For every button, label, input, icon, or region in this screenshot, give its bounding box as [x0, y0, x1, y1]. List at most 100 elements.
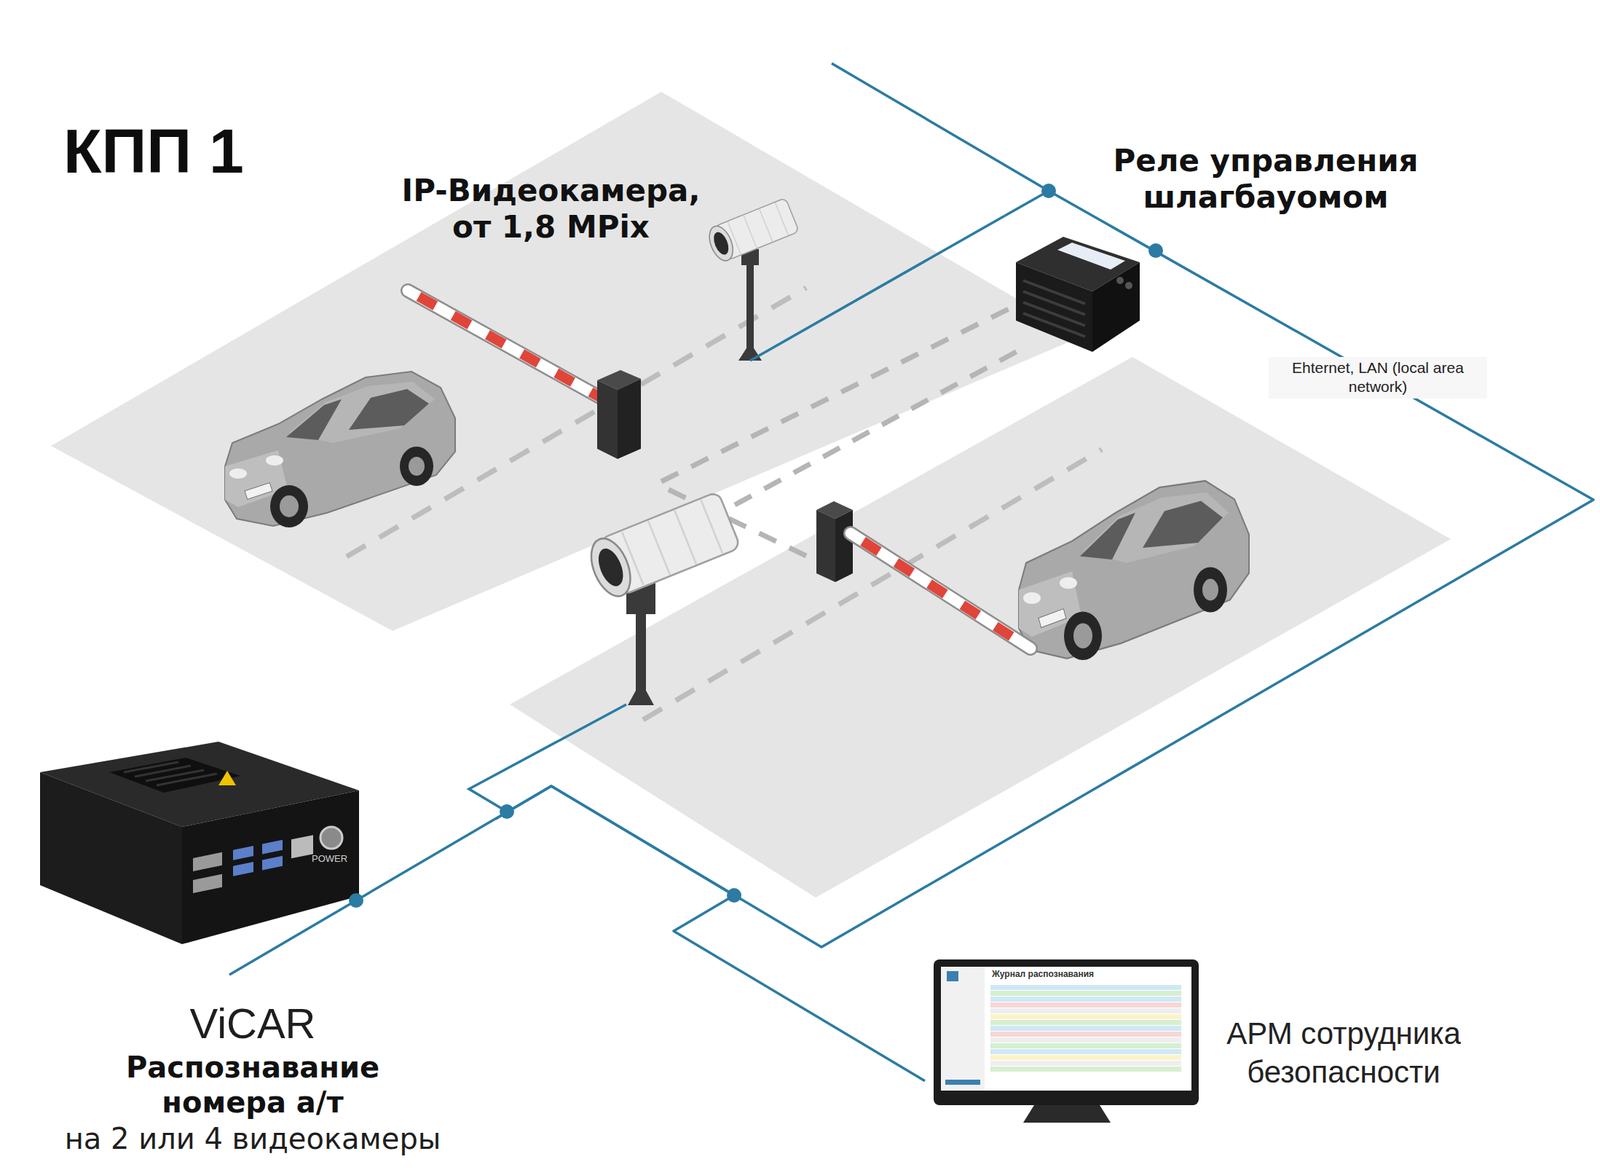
vicar-device — [320, 826, 343, 849]
workstation-monitor — [990, 1019, 1182, 1025]
workstation-monitor — [990, 1048, 1182, 1054]
vicar-device — [262, 839, 283, 855]
vicar-device — [192, 852, 223, 872]
barrier-gate — [862, 541, 1024, 644]
workstation-monitor — [990, 990, 1182, 996]
ip-camera — [635, 611, 646, 692]
camera-view-line — [734, 346, 1026, 505]
relay-device — [1023, 302, 1086, 326]
vicar-device — [262, 855, 283, 871]
vicar-device — [109, 757, 241, 793]
vicar-device — [123, 761, 218, 786]
camera-node: IP-Видеокамера, от 1,8 MPix — [378, 163, 787, 361]
edge-label: Ehternet, LAN (local area network) — [1268, 356, 1488, 399]
workstation-monitor — [940, 966, 1192, 1091]
junction-dot — [499, 804, 515, 819]
barrier-gate — [850, 533, 1031, 649]
vicar-device — [40, 741, 360, 944]
workstation-monitor — [933, 959, 1199, 1105]
vicar-device — [233, 845, 254, 861]
vicar-device — [145, 769, 204, 781]
vicar-device — [40, 771, 183, 944]
barrier-gate — [418, 296, 601, 398]
network-wire — [229, 818, 496, 975]
workstation-monitor — [990, 1037, 1182, 1043]
barrier-gate — [407, 290, 601, 398]
workstation-monitor — [990, 1007, 1182, 1014]
power-label: POWER — [311, 853, 348, 864]
ip-camera — [738, 342, 762, 361]
network-connector — [495, 785, 925, 1081]
relay-device — [1057, 242, 1126, 270]
car-figure — [225, 371, 456, 528]
car-figure — [1018, 480, 1249, 660]
workstation-monitor — [990, 996, 1182, 1002]
relay-device — [1023, 291, 1086, 315]
workstation-monitor — [1023, 1104, 1111, 1123]
node-title: АРМ сотрудника безопасности — [1212, 1014, 1475, 1091]
network-wire — [831, 63, 1049, 191]
relay-device — [1092, 262, 1140, 352]
barrier-gate — [617, 378, 641, 459]
workstation-monitor — [990, 1060, 1182, 1066]
node-title: IP-Видеокамера, от 1,8 MPix — [385, 172, 717, 245]
ip-camera — [583, 490, 741, 705]
camera-housing — [583, 490, 741, 602]
junction-dot — [348, 183, 1164, 908]
workstation-monitor — [990, 1025, 1182, 1031]
camera-view-line — [661, 308, 1011, 482]
diagram-title: КПП 1 — [63, 116, 244, 186]
barrier-gate — [407, 290, 641, 459]
node-text: на 2 или 4 видеокамеры — [34, 1120, 472, 1156]
vicar-device — [192, 873, 223, 893]
power-label-holder: POWER — [311, 853, 348, 864]
workstation-monitor — [990, 984, 1182, 990]
title-holder: КПП 1 — [63, 116, 244, 186]
workstation-monitor — [990, 1054, 1182, 1060]
lane-area — [509, 356, 1451, 898]
node-text: Распознавание номера а/т — [92, 1049, 413, 1120]
workstation-monitor — [990, 1042, 1182, 1048]
vicar-device — [192, 833, 314, 893]
barrier-gate — [850, 533, 1031, 649]
vicar-device — [156, 773, 218, 786]
workstation-monitor — [945, 1079, 981, 1085]
workstation-monitor — [940, 966, 985, 1091]
network-connector — [495, 190, 1594, 947]
relay-device — [1023, 313, 1086, 337]
node-title: Реле управления шлагбауомом — [1090, 142, 1441, 215]
ip-camera — [704, 197, 799, 361]
junction-dot — [726, 887, 742, 903]
relay-device — [1023, 280, 1086, 337]
recognition-unit-node: ViCARРаспознавание номера а/тна 2 или 4 … — [29, 728, 496, 1166]
screen-heading: Журнал распознавания — [991, 969, 1094, 979]
relay-device — [1023, 280, 1086, 304]
edge-label-holder: Ehternet, LAN (local area network) — [1268, 356, 1488, 399]
ip-camera — [627, 680, 654, 705]
vicar-device — [182, 790, 360, 944]
workstation-monitor — [990, 1002, 1182, 1008]
workstation-monitor — [946, 970, 959, 981]
barrier-gate — [407, 290, 601, 398]
barrier-gate — [597, 380, 618, 459]
node-title: ViCAR — [107, 999, 399, 1048]
relay-node: Реле управления шлагбауомом — [1005, 138, 1444, 357]
workstation-monitor — [990, 1031, 1182, 1037]
vicar-device — [218, 770, 236, 786]
barrier-gate — [835, 509, 853, 582]
junction-dot — [1148, 243, 1164, 258]
workstation-monitor — [990, 1066, 1182, 1072]
junction-dot — [1041, 183, 1056, 199]
workstation-monitor — [990, 984, 1182, 1072]
junction-dot — [348, 892, 364, 908]
relay-device — [1015, 262, 1093, 352]
workstation-monitor — [990, 1013, 1182, 1019]
workstation-monitor — [933, 959, 1199, 1123]
lane-marking — [346, 287, 1102, 720]
ip-camera — [746, 262, 754, 349]
relay-device — [1125, 281, 1133, 290]
screen-heading-holder: Журнал распознавания — [991, 969, 1094, 979]
relay-device — [1116, 276, 1124, 285]
barrier-gate — [816, 501, 1031, 649]
